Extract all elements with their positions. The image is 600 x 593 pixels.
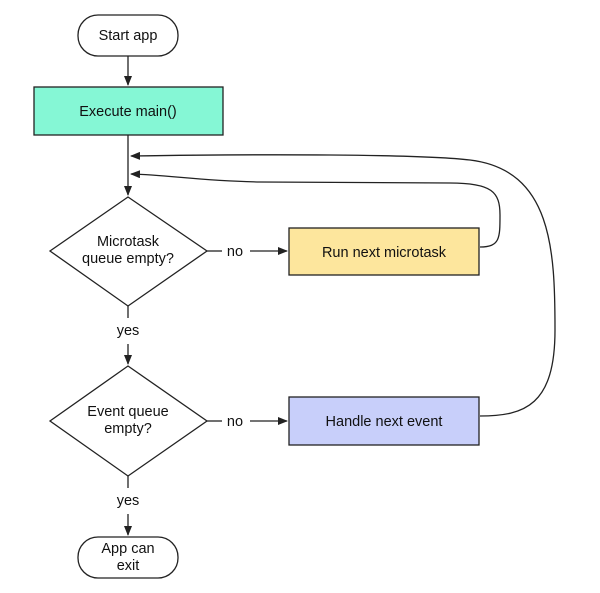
microtask-check-line1: Microtask xyxy=(97,234,160,250)
execute-main-node: Execute main() xyxy=(33,86,224,136)
edge-label-microtask-yes: yes xyxy=(117,323,140,339)
edge-label-microtask-no: no xyxy=(227,244,243,260)
exit-node: App can exit xyxy=(77,536,179,579)
microtask-check-line2: queue empty? xyxy=(82,251,174,267)
event-check-line2: empty? xyxy=(104,421,152,437)
microtask-check-node: Microtask queue empty? xyxy=(48,196,209,307)
run-microtask-node: Run next microtask xyxy=(288,227,480,276)
run-microtask-label: Run next microtask xyxy=(322,245,447,261)
edge-label-event-no: no xyxy=(227,414,243,430)
event-check-line1: Event queue xyxy=(87,404,168,420)
execute-main-label: Execute main() xyxy=(79,104,177,120)
exit-line1: App can xyxy=(101,541,154,557)
exit-line2: exit xyxy=(117,558,140,574)
start-node: Start app xyxy=(77,14,179,57)
edge-event-loop-back xyxy=(130,151,556,417)
handle-event-node: Handle next event xyxy=(288,396,480,446)
edge-microtask-loop-back xyxy=(130,170,501,248)
handle-event-label: Handle next event xyxy=(326,414,443,430)
edge-label-event-yes: yes xyxy=(117,493,140,509)
start-label: Start app xyxy=(99,28,158,44)
event-check-node: Event queue empty? xyxy=(48,365,209,477)
